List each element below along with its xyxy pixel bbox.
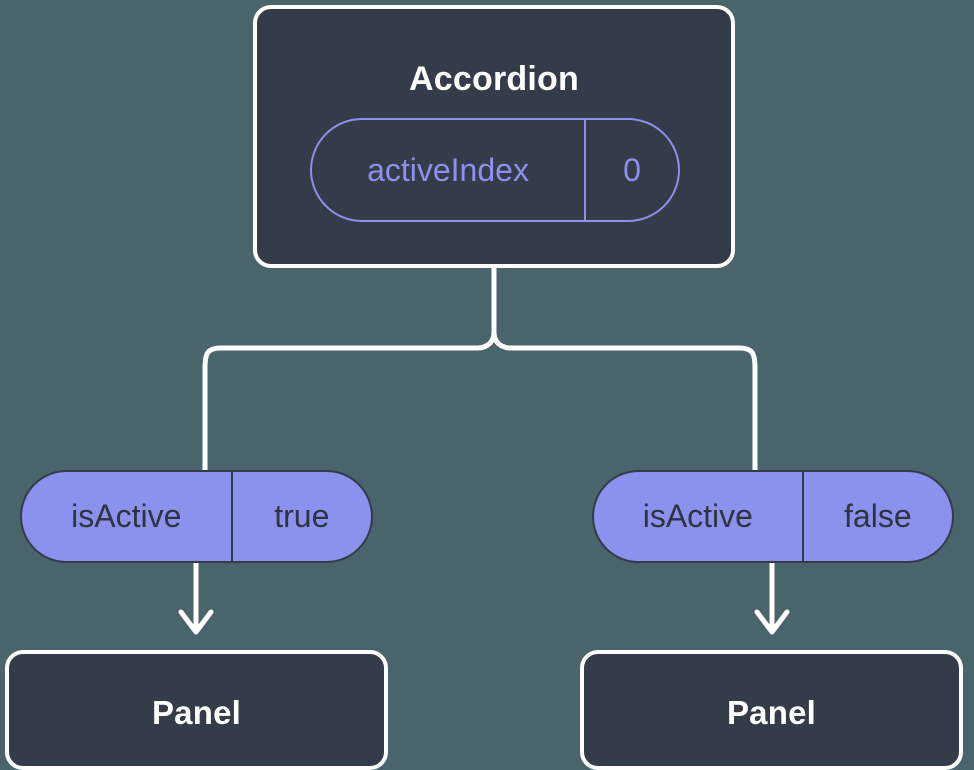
prop-pill-isactive-false[interactable]: isActive false — [592, 470, 954, 563]
connector-right-branch — [491, 265, 758, 473]
prop-pill-isactive-false-key: isActive — [642, 498, 753, 534]
arrow-right-head — [754, 609, 790, 635]
accordion-title: Accordion — [409, 60, 579, 98]
connector-left-branch — [202, 265, 497, 473]
state-pill-activeindex-key: activeIndex — [367, 151, 529, 188]
panel-component-node-left[interactable]: Panel — [5, 650, 388, 770]
prop-pill-isactive-true[interactable]: isActive true — [20, 470, 373, 563]
arrow-left-head — [178, 609, 214, 635]
state-pill-activeindex[interactable]: activeIndex 0 — [310, 118, 680, 222]
state-pill-activeindex-value: 0 — [584, 120, 678, 220]
panel-right-title: Panel — [726, 694, 817, 731]
panel-left-title: Panel — [151, 694, 242, 731]
panel-component-node-right[interactable]: Panel — [580, 650, 963, 770]
prop-pill-isactive-true-key: isActive — [71, 498, 182, 534]
prop-pill-isactive-true-value: true — [230, 472, 371, 561]
prop-pill-isactive-false-value: false — [801, 472, 952, 561]
